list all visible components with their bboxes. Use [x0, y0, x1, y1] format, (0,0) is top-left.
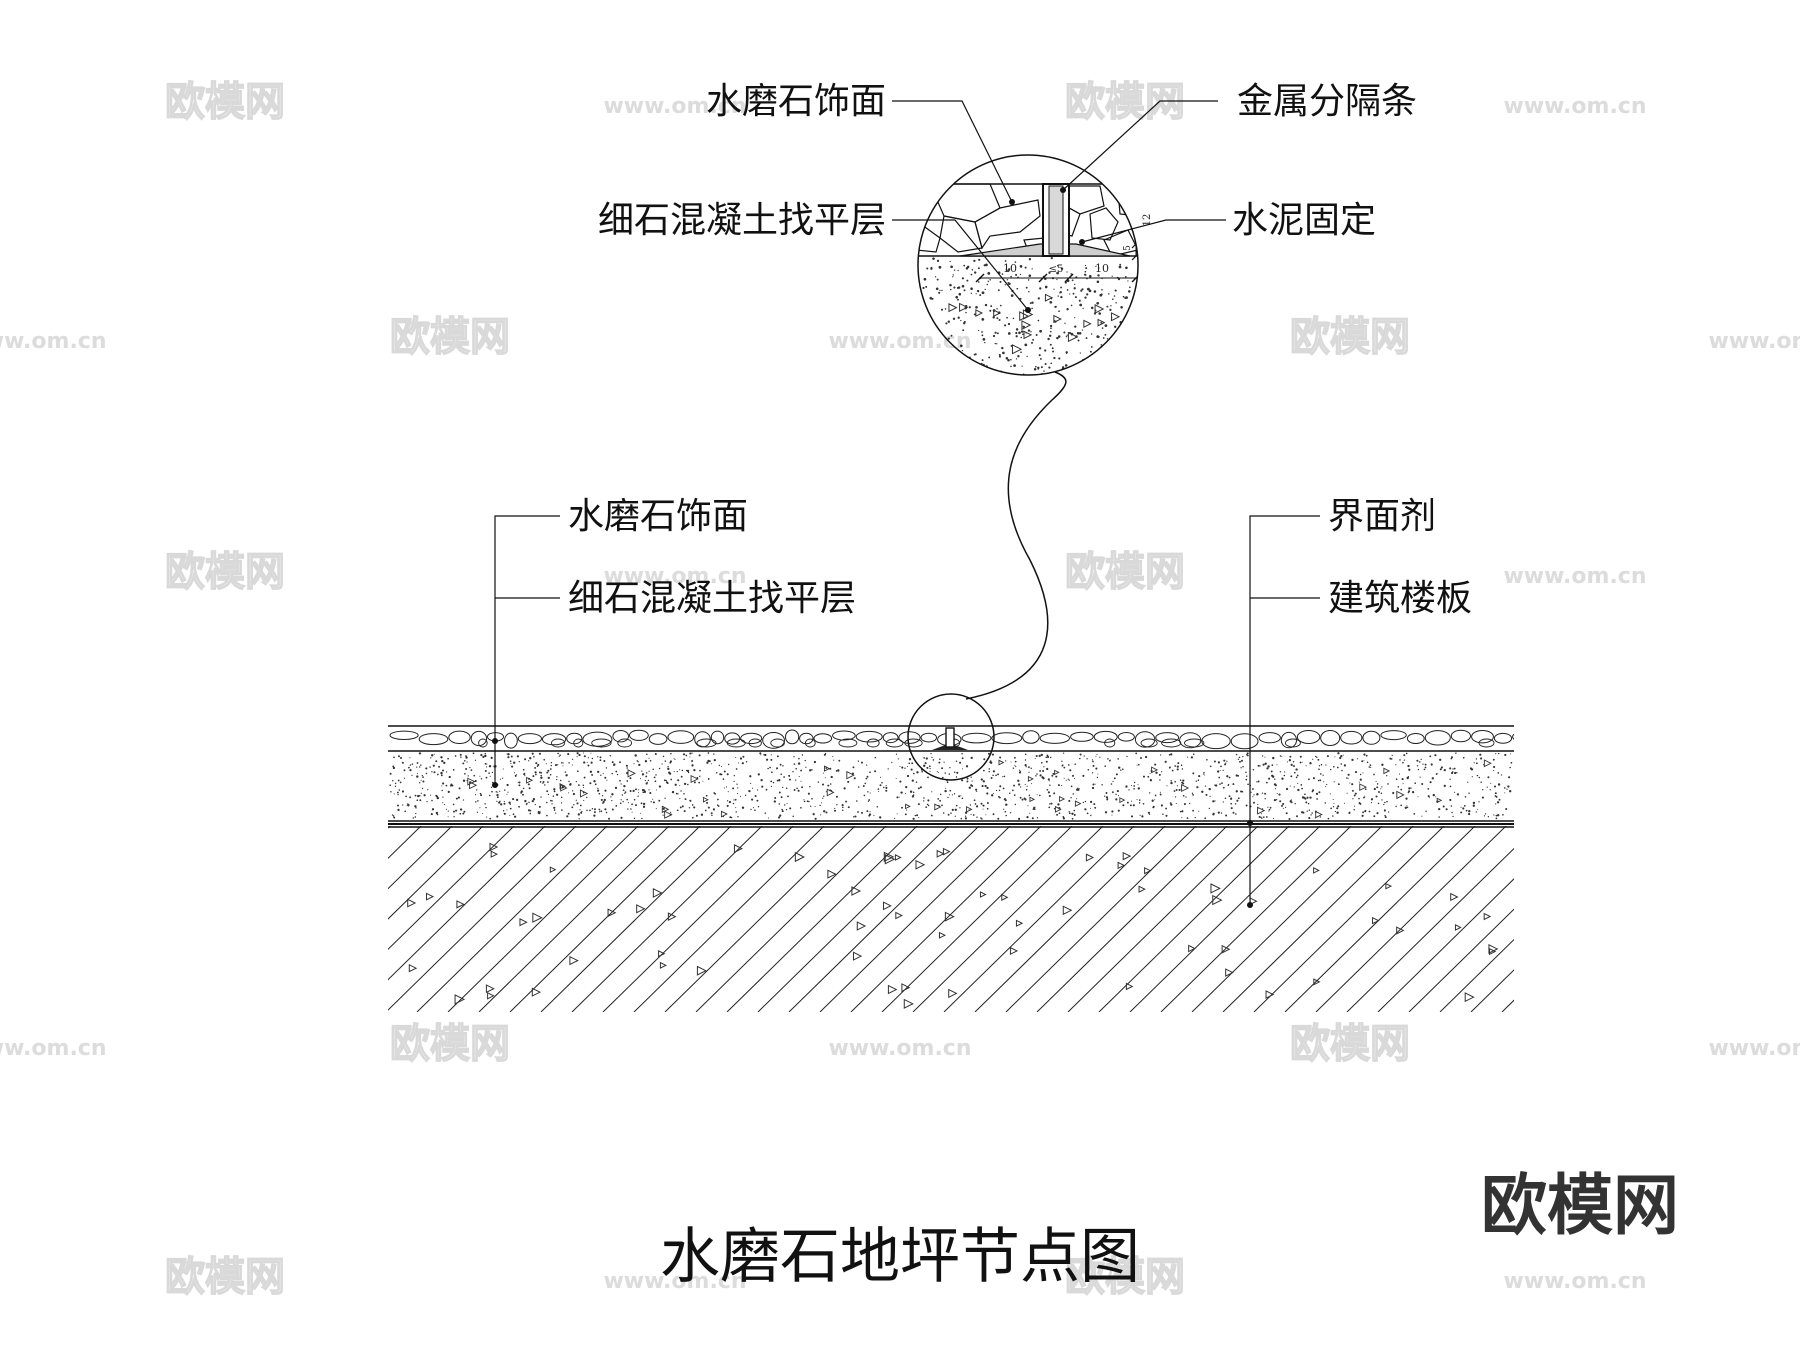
watermark-url-text: www.om.cn — [1503, 1269, 1646, 1294]
label-cement-fixing: 水泥固定 — [1232, 200, 1376, 241]
label-detail-terrazzo-finish: 水磨石饰面 — [706, 81, 886, 122]
brand-logo: 欧模网 — [1481, 1167, 1679, 1244]
watermark-logo-text: 欧模网 — [390, 314, 510, 360]
watermark-logo-text: 欧模网 — [1290, 1021, 1410, 1067]
watermark-url-text: www.om.cn — [0, 1036, 107, 1061]
leveling-layer-texture — [389, 752, 1513, 820]
watermark-logo-text: 欧模网 — [390, 1021, 510, 1067]
watermark-url-text: www.om.cn — [1708, 329, 1800, 354]
label-detail-fine-concrete-leveling: 细石混凝土找平层 — [598, 200, 886, 241]
section-leaders — [494, 515, 1320, 905]
watermark-url-text: www.om.cn — [1503, 564, 1646, 589]
watermark-logo-text: 欧模网 — [165, 1254, 285, 1300]
label-interface-agent: 界面剂 — [1328, 496, 1436, 537]
watermark-url-text: www.om.cn — [603, 1269, 746, 1294]
floor-section — [388, 693, 1514, 1012]
watermark-logo-text: 欧模网 — [1065, 549, 1185, 595]
watermark-url-text: www.om.cn — [603, 94, 746, 119]
detail-callout: 10 ≤5 10 12 5 — [917, 154, 1153, 376]
dim-left-width: 10 — [1003, 262, 1017, 275]
watermark-logo-text: 欧模网 — [165, 79, 285, 125]
watermark-logo-text: 欧模网 — [1065, 79, 1185, 125]
dim-base-thickness: 5 — [1123, 245, 1133, 251]
watermark-logo-text: 欧模网 — [165, 549, 285, 595]
dim-strip-width: ≤5 — [1049, 264, 1064, 275]
label-metal-divider: 金属分隔条 — [1237, 81, 1417, 122]
watermark-url-text: www.om.cn — [828, 329, 971, 354]
detail-circle — [917, 154, 1139, 376]
dim-finish-thickness: 12 — [1142, 214, 1153, 227]
watermark-url-text: www.om.cn — [1503, 94, 1646, 119]
watermark-url-text: www.om.cn — [828, 1036, 971, 1061]
watermark-logo-text: 欧模网 — [1290, 314, 1410, 360]
label-section-fine-concrete-leveling: 细石混凝土找平层 — [568, 578, 856, 619]
watermark-url-text: www.om.cn — [603, 564, 746, 589]
watermark-url-text: www.om.cn — [1708, 1036, 1800, 1061]
section-callout-circle — [907, 693, 995, 781]
watermark-url-text: www.om.cn — [0, 329, 107, 354]
label-section-terrazzo-finish: 水磨石饰面 — [568, 496, 748, 537]
drawing-title: 水磨石地坪节点图 — [660, 1222, 1140, 1292]
terrazzo-finish-texture — [389, 729, 1514, 750]
label-structural-slab: 建筑楼板 — [1328, 578, 1472, 619]
dim-right-width: 10 — [1095, 262, 1109, 275]
detail-leaders — [892, 100, 1226, 311]
callout-connector-curve — [965, 371, 1067, 700]
watermark-logo-text: 欧模网 — [1065, 1254, 1185, 1300]
watermark-layer: 欧模网欧模网www.om.cnwww.om.cn欧模网欧模网www.om.cnw… — [0, 78, 1800, 1300]
structural-slab-hatch — [388, 826, 1514, 1012]
